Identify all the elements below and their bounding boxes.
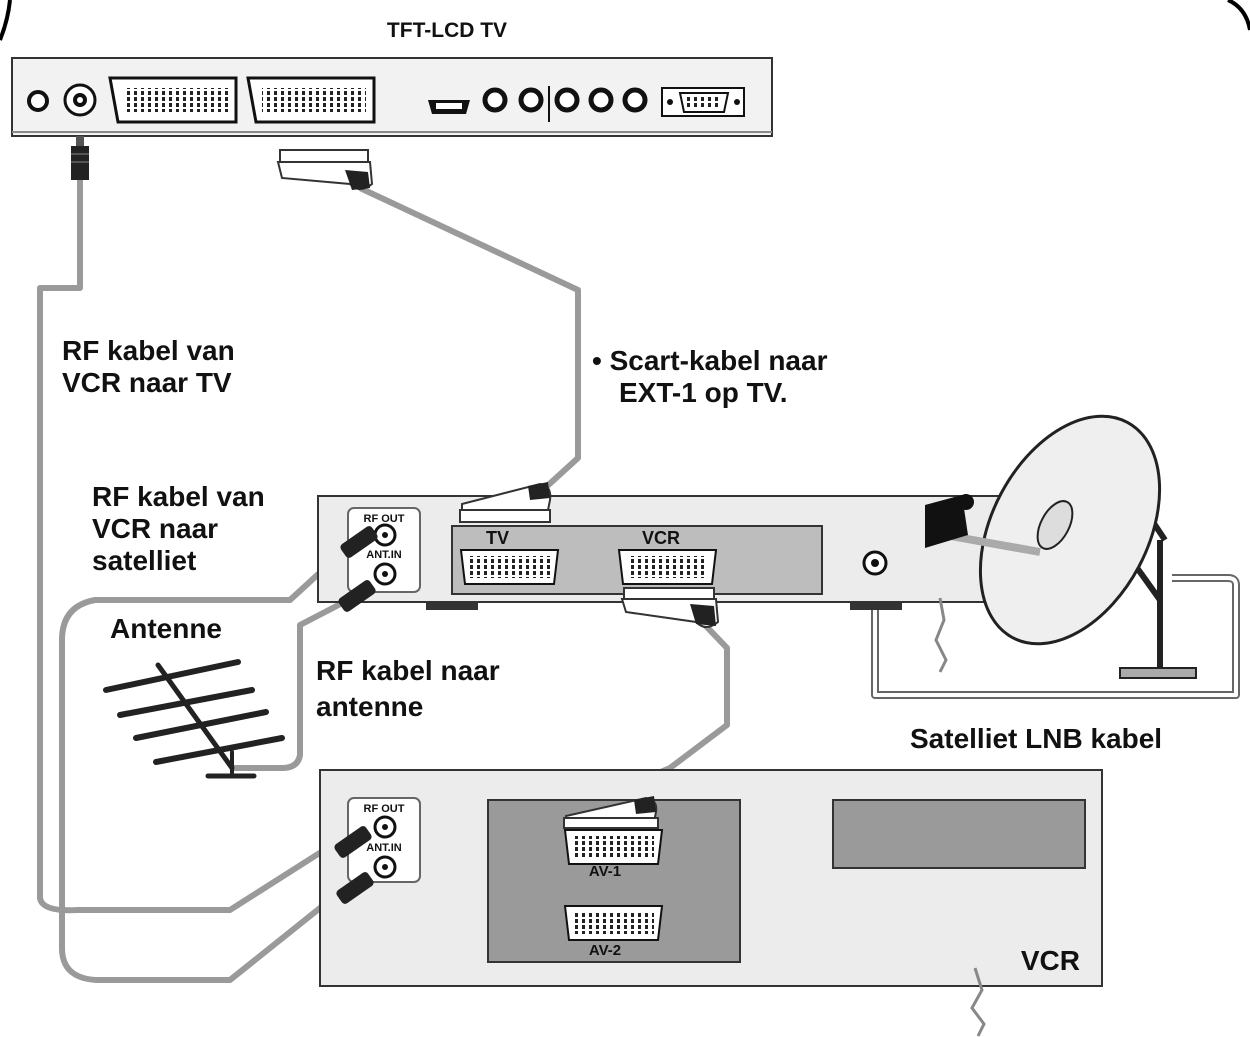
- vcr-power-cord: [970, 967, 986, 1037]
- vcr-av1-label: AV-1: [589, 863, 621, 880]
- sat-rf-out-label: RF OUT: [364, 513, 405, 525]
- vcr-device: RF OUT ANT.IN AV-1 AV-2 VCR: [319, 769, 1103, 1037]
- rf-cable-antenna: [232, 595, 354, 771]
- rf-plug-vcr-rfout-icon: [334, 826, 372, 858]
- tv-title: TFT-LCD TV: [387, 19, 507, 42]
- sat-power-cord: [934, 597, 948, 673]
- vcr-rf-out-label: RF OUT: [364, 803, 405, 815]
- vga-port-icon: [661, 87, 745, 117]
- satellite-receiver: RF OUT ANT.IN TV VCR: [317, 495, 1019, 673]
- label-rf-ant-2: antenne: [316, 691, 423, 722]
- scart-cable-tv: [358, 185, 581, 491]
- vcr-av2-scart-icon: [563, 905, 664, 941]
- sat-scart-tv-icon: [459, 549, 560, 585]
- hdmi-port-icon: [428, 100, 470, 114]
- cables: [37, 180, 730, 983]
- scart-plug-sat-tv-icon: [459, 482, 552, 523]
- sat-scart-vcr-label: VCR: [642, 528, 680, 548]
- tv-back-panel: [11, 57, 773, 137]
- label-lnb: Satelliet LNB kabel: [910, 723, 1162, 754]
- rf-plug-sat-antin-icon: [338, 580, 376, 612]
- tv-rca-jacks: [482, 86, 648, 122]
- rf-plug-tv-icon: [71, 136, 89, 180]
- label-rf-vcr-tv-2: VCR naar TV: [62, 367, 232, 398]
- rf-cable-vcr-to-satellite: [59, 542, 353, 983]
- label-rf-ant-1: RF kabel naar: [316, 655, 500, 686]
- vcr-av1-scart-icon: [563, 829, 664, 865]
- lnb-cable: [871, 572, 1240, 699]
- tv-scart-2-icon: [246, 76, 376, 124]
- sat-scart-tv-label: TV: [486, 528, 509, 548]
- diagram-labels: RF kabel van VCR naar TV • Scart-kabel n…: [62, 335, 1162, 754]
- scart-plug-vcr-av1-icon: [563, 796, 659, 829]
- tv-coax-icon: [63, 83, 97, 117]
- vcr-name-label: VCR: [1021, 945, 1080, 976]
- label-rf-sat-3: satelliet: [92, 545, 196, 576]
- label-rf-sat-2: VCR naar: [92, 513, 218, 544]
- tv-jack-icon: [27, 90, 49, 112]
- label-scart-1: • Scart-kabel naar: [592, 345, 828, 376]
- vcr-av2-label: AV-2: [589, 942, 621, 959]
- scart-plug-sat-vcr-icon: [620, 587, 720, 628]
- label-scart-2: EXT-1 op TV.: [619, 377, 788, 408]
- label-antenna: Antenne: [110, 613, 222, 644]
- lnb-input-icon: [862, 550, 888, 576]
- label-rf-vcr-tv-1: RF kabel van: [62, 335, 235, 366]
- rf-plug-vcr-antin-icon: [336, 872, 374, 904]
- rf-plug-sat-rfout-icon: [340, 526, 378, 558]
- rf-cable-vcr-to-tv: [37, 180, 342, 914]
- label-rf-sat-1: RF kabel van: [92, 481, 265, 512]
- antenna-icon: [103, 659, 285, 779]
- scart-plug-tv-end-icon: [276, 149, 374, 190]
- vcr-display-panel: [832, 799, 1086, 869]
- sat-ant-in-label: ANT.IN: [366, 549, 402, 561]
- satellite-dish-icon: [925, 414, 1197, 679]
- tv-scart-1-icon: [108, 76, 238, 124]
- vcr-ant-in-label: ANT.IN: [366, 842, 402, 854]
- sat-scart-vcr-icon: [617, 549, 718, 585]
